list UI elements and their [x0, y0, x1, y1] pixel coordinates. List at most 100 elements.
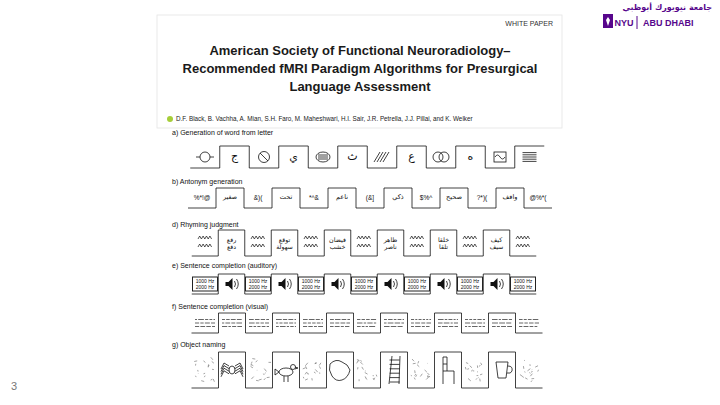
tone-box: 1000 Hz 2000 Hz	[457, 277, 483, 292]
paradigm-label: f) Sentence completion (visual)	[172, 303, 268, 311]
object-drawing	[389, 356, 400, 384]
paper-header	[157, 15, 562, 128]
paradigm-label: g) Object naming	[172, 341, 225, 349]
block-design-wave	[188, 188, 552, 208]
stimulus-text: كيف سيف	[490, 236, 504, 250]
tone-box: 1000 Hz 2000 Hz	[245, 277, 271, 292]
tone-frequency: 1000 Hz 2000 Hz	[459, 279, 481, 290]
sentence-scribble	[411, 320, 431, 327]
logo-nyu: NYU	[614, 18, 633, 28]
paradigm-label: a) Generation of word from letter	[172, 129, 273, 137]
tone-frequency: 1000 Hz 2000 Hz	[247, 279, 269, 290]
stimulus-text: ه	[468, 151, 474, 164]
object-drawing	[496, 362, 512, 378]
sentence-scribble	[357, 320, 376, 327]
stimulus-text: رفع دفع	[227, 236, 236, 250]
sentence-scribble	[222, 320, 242, 327]
scrambled-noise	[520, 360, 539, 382]
speaker-icon	[491, 278, 504, 290]
scrambled-noise	[303, 362, 321, 380]
sentence-scribble	[519, 320, 539, 327]
tone-box: 1000 Hz 2000 Hz	[510, 277, 536, 292]
tone-frequency: 1000 Hz 2000 Hz	[194, 279, 216, 290]
stimulus-text: &)(	[254, 194, 263, 201]
sentence-scribble	[330, 320, 350, 327]
stimulus-text: ي	[289, 151, 298, 164]
stimulus-text: تحت	[280, 194, 292, 201]
speaker-icon	[438, 278, 451, 290]
letter-control-symbol	[374, 152, 389, 162]
tone-box: 1000 Hz 2000 Hz	[351, 277, 377, 292]
logo-arabic: جامعة نيويورك أبوظبي	[622, 3, 712, 12]
stimulus-text: خلقا تلقا	[438, 236, 449, 250]
block-design-wave	[192, 352, 543, 388]
sentence-scribble	[492, 320, 512, 327]
sentence-scribble	[276, 320, 296, 327]
object-drawing	[221, 363, 243, 377]
rhyme-control-glyphs	[304, 236, 318, 247]
letter-control-symbol	[523, 153, 537, 162]
rhyme-control-glyphs	[463, 236, 477, 247]
scrambled-noise	[251, 359, 271, 381]
stimulus-text: *^&	[309, 194, 319, 201]
paper-title: American Society of Functional Neuroradi…	[168, 42, 552, 96]
stimulus-text: ظاهر ناصر	[384, 236, 398, 250]
paradigm-label: e) Sentence completion (auditory)	[172, 262, 277, 270]
sentence-scribble	[195, 320, 215, 327]
sentence-scribble	[438, 320, 458, 327]
stimulus-text: ث	[347, 151, 357, 164]
tone-frequency: 1000 Hz 2000 Hz	[406, 279, 428, 290]
nyu-torch-logo	[603, 14, 613, 28]
stimulus-text: ناعم	[336, 194, 348, 201]
stimulus-text: ذكي	[392, 194, 403, 201]
paradigm-label: b) Antonym generation	[172, 178, 242, 186]
tone-box: 1000 Hz 2000 Hz	[192, 277, 218, 292]
stimulus-text: فيضان خشب	[329, 236, 346, 250]
orcid-icon	[167, 116, 173, 122]
sentence-scribble	[384, 320, 404, 327]
scrambled-noise	[411, 359, 430, 379]
scrambled-noise	[357, 360, 377, 382]
stimulus-text: @%*(	[529, 194, 546, 201]
letter-control-symbol	[316, 152, 330, 162]
stimulus-text: واقف	[503, 194, 518, 201]
object-drawing	[443, 357, 454, 384]
tone-frequency: 1000 Hz 2000 Hz	[512, 279, 534, 290]
tone-box: 1000 Hz 2000 Hz	[298, 277, 324, 292]
sentence-scribble	[303, 320, 323, 327]
stimulus-text: ?*)(	[477, 194, 487, 201]
block-design-wave	[190, 146, 544, 168]
block-design-wave	[192, 230, 537, 256]
paradigm-label: d) Rhyming judgment	[172, 221, 239, 229]
stimulus-text: ع	[408, 151, 415, 164]
speaker-icon	[279, 278, 292, 290]
sentence-scribble	[465, 320, 485, 327]
scrambled-noise	[194, 357, 214, 381]
letter-control-symbol	[259, 152, 270, 163]
speaker-icon	[226, 278, 239, 290]
stimulus-text: توقع سهولة	[276, 236, 293, 250]
stimulus-text: صحيح	[446, 194, 462, 201]
tone-frequency: 1000 Hz 2000 Hz	[353, 279, 375, 290]
rhyme-control-glyphs	[198, 236, 212, 247]
tone-box: 1000 Hz 2000 Hz	[404, 277, 430, 292]
scrambled-noise	[465, 363, 482, 382]
tone-frequency: 1000 Hz 2000 Hz	[300, 279, 322, 290]
stimulus-text: $%^	[420, 194, 432, 201]
block-design-wave	[192, 274, 537, 294]
stimulus-text: ج	[231, 151, 238, 164]
logo-abu-dhabi: ABU DHABI	[643, 18, 694, 28]
letter-control-symbol	[494, 152, 506, 162]
stimulus-text: (&]	[366, 194, 374, 201]
rhyme-control-glyphs	[251, 236, 265, 247]
torch-flame	[606, 17, 610, 26]
rhyme-control-glyphs	[516, 236, 530, 247]
letter-control-symbol	[433, 152, 449, 162]
paper-type: WHITE PAPER	[505, 20, 553, 28]
rhyme-control-glyphs	[357, 236, 371, 247]
speaker-icon	[385, 278, 398, 290]
object-drawing	[275, 365, 298, 383]
author-list: D.F. Black, B. Vachha, A. Mian, S.H. Far…	[176, 115, 473, 122]
